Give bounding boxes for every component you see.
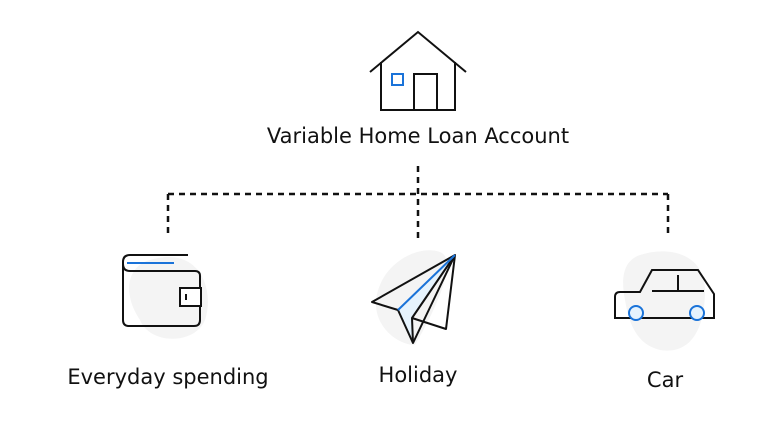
root-label: Variable Home Loan Account <box>266 124 570 148</box>
everyday-spending-label: Everyday spending <box>67 365 269 389</box>
connector-lines <box>166 166 670 240</box>
paper-plane-icon <box>371 250 456 345</box>
wallet-icon <box>122 254 208 339</box>
car-icon <box>614 251 715 351</box>
holiday-label: Holiday <box>378 363 458 387</box>
house-icon <box>369 30 467 111</box>
car-label: Car <box>646 368 684 392</box>
